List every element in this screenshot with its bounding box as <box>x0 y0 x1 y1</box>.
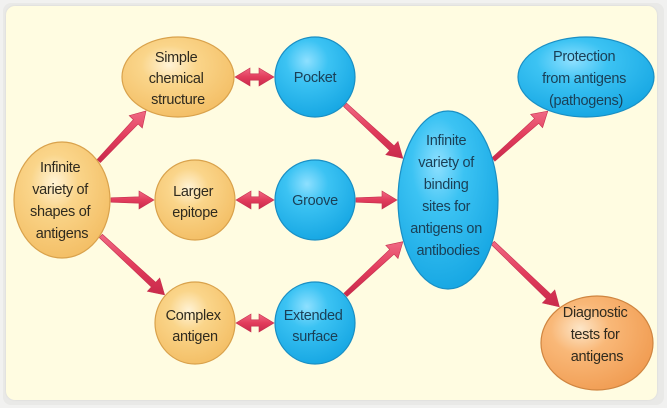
node-groove <box>274 159 356 241</box>
arrow-binding-to-protection <box>491 110 549 162</box>
arrow-binding-to-diagnostic <box>490 240 560 308</box>
node-shapes <box>13 141 111 259</box>
node-protection <box>517 36 655 118</box>
node-simple <box>121 36 235 118</box>
arrow-shapes-to-simple <box>96 110 147 164</box>
node-diagnostic <box>540 295 654 391</box>
arrow-extended-to-binding <box>343 241 404 297</box>
arrow-simple-to-pocket <box>234 67 275 87</box>
arrow-pocket-to-binding <box>343 102 404 159</box>
node-larger <box>154 159 236 241</box>
arrow-shapes-to-complex <box>98 233 166 296</box>
arrow-shapes-to-larger <box>110 190 155 210</box>
arrow-complex-to-extended <box>235 313 275 333</box>
node-pocket <box>274 36 356 118</box>
arrow-larger-to-groove <box>235 190 275 210</box>
node-binding <box>397 110 499 290</box>
arrow-groove-to-binding <box>355 190 398 210</box>
node-extended <box>274 281 356 365</box>
node-complex <box>154 281 236 365</box>
